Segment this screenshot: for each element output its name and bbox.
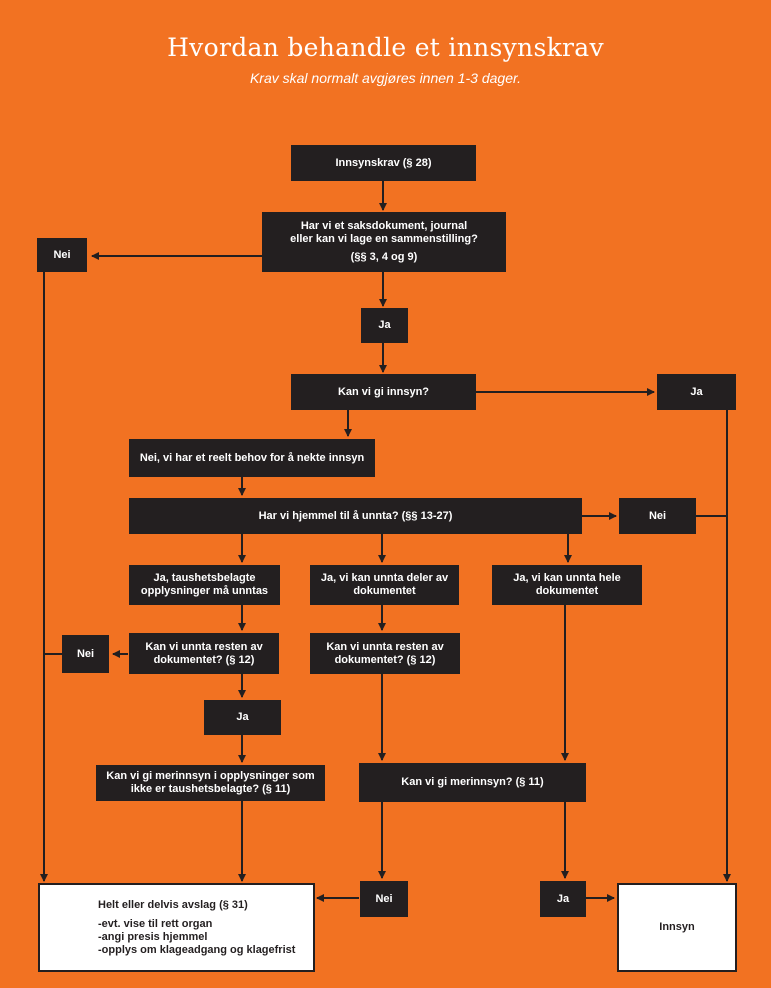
access-question-label: Kan vi gi innsyn? <box>337 385 430 398</box>
rest-left-question-line1: Kan vi unnta resten av <box>145 640 263 653</box>
legal-basis-question: Har vi hjemmel til å unnta? (§§ 13-27) <box>129 498 582 534</box>
rest-mid-question: Kan vi unnta resten av dokumentet? (§ 12… <box>310 633 460 674</box>
branch-parts: Ja, vi kan unnta deler av dokumentet <box>310 565 459 605</box>
outcome-grant-node: Innsyn <box>617 883 737 972</box>
no-legal-basis-label: Nei <box>648 509 667 522</box>
yes-access-label: Ja <box>690 385 703 398</box>
page-title: Hvordan behandle et innsynskrav <box>167 33 604 62</box>
start-node: Innsynskrav (§ 28) <box>291 145 476 181</box>
yes-document-label: Ja <box>378 319 391 331</box>
no-rest-left-node: Nei <box>62 635 109 673</box>
no-extra-label: Nei <box>375 892 393 905</box>
branch-confidential: Ja, taushetsbelagte opplysninger må unnt… <box>129 565 280 605</box>
branch-parts-line1: Ja, vi kan unnta deler av <box>320 572 449 584</box>
no-rest-left-label: Nei <box>76 647 95 660</box>
branch-confidential-line2: opplysninger må unntas <box>140 585 269 597</box>
outcome-refuse-item: -angi presis hjemmel <box>98 930 208 943</box>
extra-left-question-line1: Kan vi gi merinnsyn i opplysninger som <box>106 770 315 782</box>
branch-whole-line2: dokumentet <box>535 585 599 597</box>
yes-extra-label: Ja <box>556 892 570 905</box>
rest-left-question-line2: dokumentet? (§ 12) <box>153 653 255 666</box>
access-question: Kan vi gi innsyn? <box>291 374 476 410</box>
no-extra-node: Nei <box>360 881 408 917</box>
branch-whole: Ja, vi kan unnta hele dokumentet <box>492 565 642 605</box>
document-question-line2: eller kan vi lage en sammenstilling? <box>290 233 478 245</box>
document-question-line1: Har vi et saksdokument, journal <box>300 220 468 232</box>
rest-mid-question-line1: Kan vi unnta resten av <box>326 640 444 653</box>
rest-mid-question-line2: dokumentet? (§ 12) <box>334 653 436 666</box>
yes-rest-left-label: Ja <box>236 711 249 723</box>
yes-extra-node: Ja <box>540 881 586 917</box>
outcome-grant-label: Innsyn <box>659 921 695 933</box>
branch-parts-line2: dokumentet <box>353 585 416 597</box>
no-legal-basis-node: Nei <box>619 498 696 534</box>
extra-mid-question-label: Kan vi gi merinnsyn? (§ 11) <box>401 776 544 788</box>
extra-left-question-line2: ikke er taushetsbelagte? (§ 11) <box>130 783 291 795</box>
no-document-node: Nei <box>37 238 87 272</box>
extra-left-question: Kan vi gi merinnsyn i opplysninger som i… <box>96 765 325 801</box>
document-question: Har vi et saksdokument, journal eller ka… <box>262 212 506 272</box>
legal-basis-question-label: Har vi hjemmel til å unnta? (§§ 13-27) <box>258 509 453 522</box>
need-refuse-node: Nei, vi har et reelt behov for å nekte i… <box>129 439 375 477</box>
outcome-refuse-node: Helt eller delvis avslag (§ 31) -evt. vi… <box>38 883 315 972</box>
start-node-label: Innsynskrav (§ 28) <box>335 156 432 169</box>
rest-left-question: Kan vi unnta resten av dokumentet? (§ 12… <box>129 633 279 674</box>
branch-confidential-line1: Ja, taushetsbelagte <box>153 572 256 584</box>
outcome-refuse-text: Helt eller delvis avslag (§ 31) -evt. vi… <box>98 899 295 957</box>
need-refuse-label: Nei, vi har et reelt behov for å nekte i… <box>139 451 365 464</box>
yes-access-node: Ja <box>657 374 736 410</box>
yes-rest-left-node: Ja <box>204 700 281 735</box>
outcome-refuse-item: -evt. vise til rett organ <box>98 917 213 930</box>
no-document-label: Nei <box>53 248 71 261</box>
yes-document-node: Ja <box>361 308 408 343</box>
extra-mid-question: Kan vi gi merinnsyn? (§ 11) <box>359 763 586 802</box>
branch-whole-line1: Ja, vi kan unnta hele <box>513 572 621 584</box>
document-question-refs: (§§ 3, 4 og 9) <box>350 251 418 263</box>
outcome-refuse-item: -opplys om klageadgang og klagefrist <box>98 943 296 956</box>
page-subtitle: Krav skal normalt avgjøres innen 1-3 dag… <box>249 70 522 86</box>
outcome-refuse-title: Helt eller delvis avslag (§ 31) <box>98 898 248 911</box>
